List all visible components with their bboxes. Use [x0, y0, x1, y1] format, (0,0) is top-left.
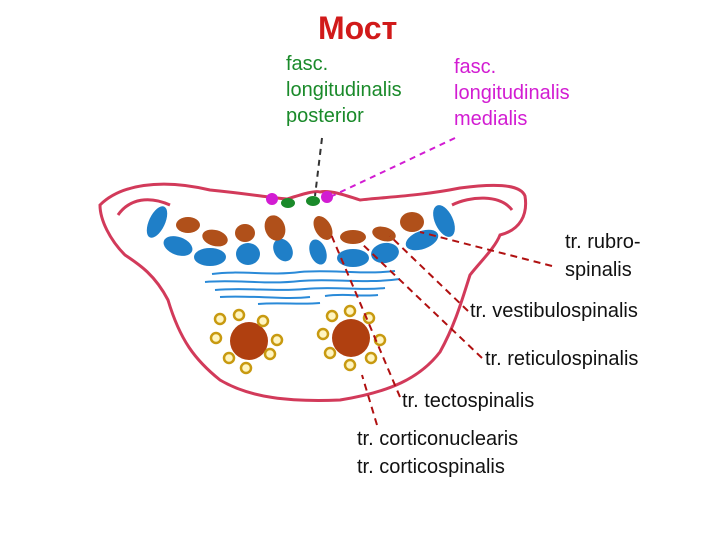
diagram-title: Мост [318, 10, 398, 46]
flp-right [306, 196, 320, 206]
pointer-flm [329, 137, 456, 198]
brown-tract [235, 224, 255, 242]
pons-outline [98, 182, 528, 402]
flm-left [266, 193, 278, 205]
label-flp-2: longitudinalis [286, 79, 402, 101]
label-flm-3: medialis [454, 108, 528, 130]
brown-tract [372, 226, 396, 242]
pointer-vestibulospinalis [389, 235, 469, 312]
blue-tract [337, 249, 369, 267]
right-wing-inner [451, 196, 514, 212]
blue-tract [194, 248, 226, 266]
blue-tract [163, 236, 193, 256]
pointer-rubrospinalis [419, 231, 553, 267]
blue-tract [371, 242, 399, 264]
label-vestibulospinalis: tr. vestibulospinalis [470, 300, 638, 322]
label-flp-3: posterior [286, 105, 364, 127]
label-rubrospinalis-2: spinalis [565, 259, 632, 281]
pointer-reticulospinalis [359, 241, 483, 359]
blue-tract [309, 239, 327, 265]
transverse-fibers-icon [204, 270, 401, 305]
pontine-nucleus-icon [209, 308, 284, 375]
brown-tract [264, 215, 286, 241]
label-rubrospinalis-1: tr. rubro- [565, 231, 641, 253]
left-wing-inner [116, 198, 171, 216]
label-flm-2: longitudinalis [454, 82, 570, 104]
pontine-nucleus-icon [316, 304, 387, 372]
label-flm-1: fasc. [454, 56, 497, 78]
pointer-flp [314, 137, 323, 197]
label-corticonuclearis: tr. corticonuclearis [357, 428, 519, 450]
pointer-cortico [361, 374, 378, 426]
label-tectospinalis: tr. tectospinalis [402, 390, 535, 412]
label-corticospinalis: tr. corticospinalis [357, 456, 505, 478]
brown-tract [176, 217, 200, 233]
blue-tract [273, 238, 293, 262]
flp-left [281, 198, 295, 208]
flm-right [321, 191, 333, 203]
pointer-tectospinalis [329, 231, 401, 398]
brown-tract [400, 212, 424, 232]
blue-tract [433, 205, 455, 237]
blue-tract [146, 206, 168, 238]
brown-tract [202, 229, 228, 247]
brown-tract [340, 230, 366, 244]
brown-tract [313, 216, 333, 240]
label-flp-1: fasc. [286, 53, 329, 75]
blue-tract [236, 243, 260, 265]
label-reticulospinalis: tr. reticulospinalis [485, 348, 639, 370]
